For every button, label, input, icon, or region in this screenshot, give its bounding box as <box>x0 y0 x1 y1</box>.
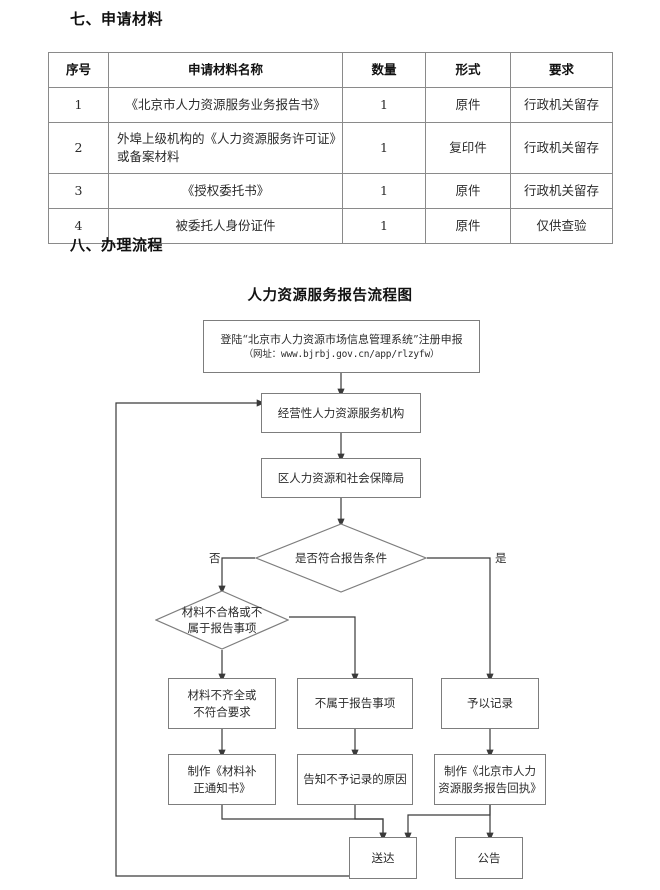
cell-req: 仅供查验 <box>510 208 613 244</box>
cell-form: 原件 <box>425 208 511 244</box>
cell-name: 《授权委托书》 <box>108 173 343 209</box>
node-entry-url: （网址：www.bjrbj.gov.cn/app/rlzyfw） <box>243 348 440 360</box>
application-materials-table: 序号 申请材料名称 数量 形式 要求 1 《北京市人力资源服务业务报告书》 1 … <box>48 52 613 244</box>
table-row: 2 外埠上级机构的《人力资源服务许可证》或备案材料 1 复印件 行政机关留存 <box>48 122 613 174</box>
cell-no: 3 <box>48 173 109 209</box>
column-header-form: 形式 <box>425 52 511 88</box>
cell-no: 4 <box>48 208 109 244</box>
node-incomplete-materials: 材料不齐全或 不符合要求 <box>168 678 276 729</box>
cell-form: 复印件 <box>425 122 511 174</box>
cell-name: 《北京市人力资源服务业务报告书》 <box>108 87 343 123</box>
supplement-line2: 正通知书》 <box>193 780 251 795</box>
node-not-reportable: 不属于报告事项 <box>297 678 413 729</box>
decision-meets-report-conditions: 是否符合报告条件 <box>255 523 427 593</box>
section-heading-process: 八、办理流程 <box>70 237 164 254</box>
decision-materials-unqualified: 材料不合格或不 属于报告事项 <box>155 590 289 650</box>
incomplete-line1: 材料不齐全或 <box>187 687 257 702</box>
column-header-name: 申请材料名称 <box>108 52 343 88</box>
node-announce: 公告 <box>455 837 523 879</box>
cell-qty: 1 <box>342 173 426 209</box>
section-heading-materials: 七、申请材料 <box>70 11 164 28</box>
cell-qty: 1 <box>342 122 426 174</box>
column-header-no: 序号 <box>48 52 109 88</box>
cell-req: 行政机关留存 <box>510 122 613 174</box>
table-row: 4 被委托人身份证件 1 原件 仅供查验 <box>48 208 613 244</box>
supplement-line1: 制作《材料补 <box>187 763 257 778</box>
cell-form: 原件 <box>425 87 511 123</box>
process-flowchart: 人力资源服务报告流程图 <box>0 268 660 890</box>
branch-label-yes: 是 <box>495 551 507 565</box>
table-row: 1 《北京市人力资源服务业务报告书》 1 原件 行政机关留存 <box>48 87 613 123</box>
node-district-bureau: 区人力资源和社会保障局 <box>261 458 421 498</box>
cell-name: 外埠上级机构的《人力资源服务许可证》或备案材料 <box>108 122 343 174</box>
cell-form: 原件 <box>425 173 511 209</box>
node-record-granted: 予以记录 <box>441 678 539 729</box>
cell-req: 行政机关留存 <box>510 173 613 209</box>
cell-no: 2 <box>48 122 109 174</box>
cell-qty: 1 <box>342 87 426 123</box>
node-supplement-notice: 制作《材料补 正通知书》 <box>168 754 276 805</box>
node-report-receipt: 制作《北京市人力 资源服务报告回执》 <box>434 754 546 805</box>
table-header-row: 序号 申请材料名称 数量 形式 要求 <box>48 52 613 88</box>
cell-qty: 1 <box>342 208 426 244</box>
branch-label-no: 否 <box>209 551 221 565</box>
flowchart-title: 人力资源服务报告流程图 <box>247 288 413 304</box>
node-entry-line1: 登陆“北京市人力资源市场信息管理系统”注册申报 <box>220 332 463 346</box>
node-system-registration: 登陆“北京市人力资源市场信息管理系统”注册申报 （网址：www.bjrbj.go… <box>203 320 480 373</box>
column-header-req: 要求 <box>510 52 613 88</box>
incomplete-line2: 不符合要求 <box>193 704 251 719</box>
column-header-qty: 数量 <box>342 52 426 88</box>
receipt-line2: 资源服务报告回执》 <box>438 780 542 795</box>
node-inform-reason: 告知不予记录的原因 <box>297 754 413 805</box>
node-service-agency: 经营性人力资源服务机构 <box>261 393 421 433</box>
cell-req: 行政机关留存 <box>510 87 613 123</box>
receipt-line1: 制作《北京市人力 <box>444 763 536 778</box>
node-deliver: 送达 <box>349 837 417 879</box>
cell-no: 1 <box>48 87 109 123</box>
table-row: 3 《授权委托书》 1 原件 行政机关留存 <box>48 173 613 209</box>
